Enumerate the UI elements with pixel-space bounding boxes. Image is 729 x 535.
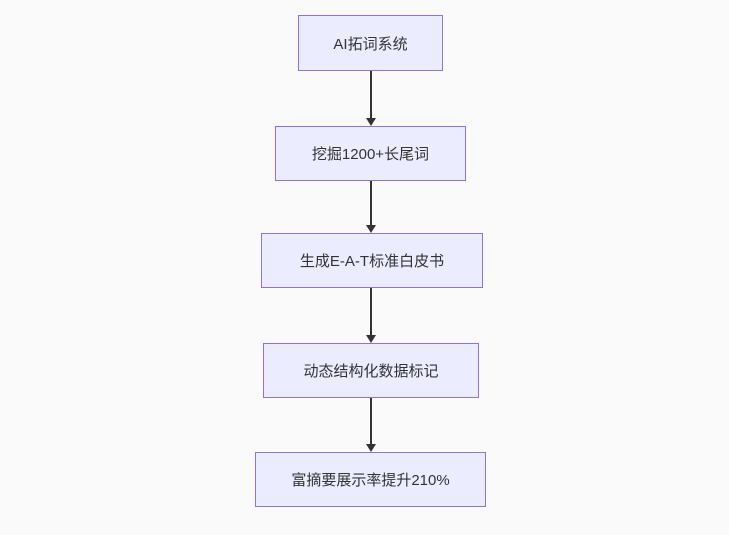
flow-node-label: 动态结构化数据标记: [303, 363, 439, 380]
flow-node-rich-snippet-result: 富摘要展示率提升210%: [255, 452, 486, 507]
flow-edge-2: [365, 181, 377, 233]
arrowhead-down-icon: [366, 118, 376, 126]
flow-node-label: 挖掘1200+长尾词: [311, 146, 430, 163]
flow-edge-3: [365, 288, 377, 343]
flow-node-eat-whitepaper: 生成E-A-T标准白皮书: [261, 233, 483, 288]
flow-node-label: 生成E-A-T标准白皮书: [299, 253, 445, 270]
edge-line: [370, 398, 372, 444]
flow-node-ai-word-system: AI拓词系统: [298, 15, 443, 71]
arrowhead-down-icon: [366, 335, 376, 343]
arrowhead-down-icon: [366, 225, 376, 233]
flow-node-label: AI拓词系统: [333, 35, 408, 53]
edge-line: [370, 181, 372, 225]
flow-node-label: 富摘要展示率提升210%: [291, 472, 450, 489]
flow-edge-4: [365, 398, 377, 452]
flow-node-longtail-keywords: 挖掘1200+长尾词: [275, 126, 466, 181]
flow-edge-1: [365, 71, 377, 126]
edge-line: [370, 288, 372, 335]
arrowhead-down-icon: [366, 444, 376, 452]
edge-line: [370, 71, 372, 118]
flow-node-structured-data: 动态结构化数据标记: [263, 343, 479, 398]
